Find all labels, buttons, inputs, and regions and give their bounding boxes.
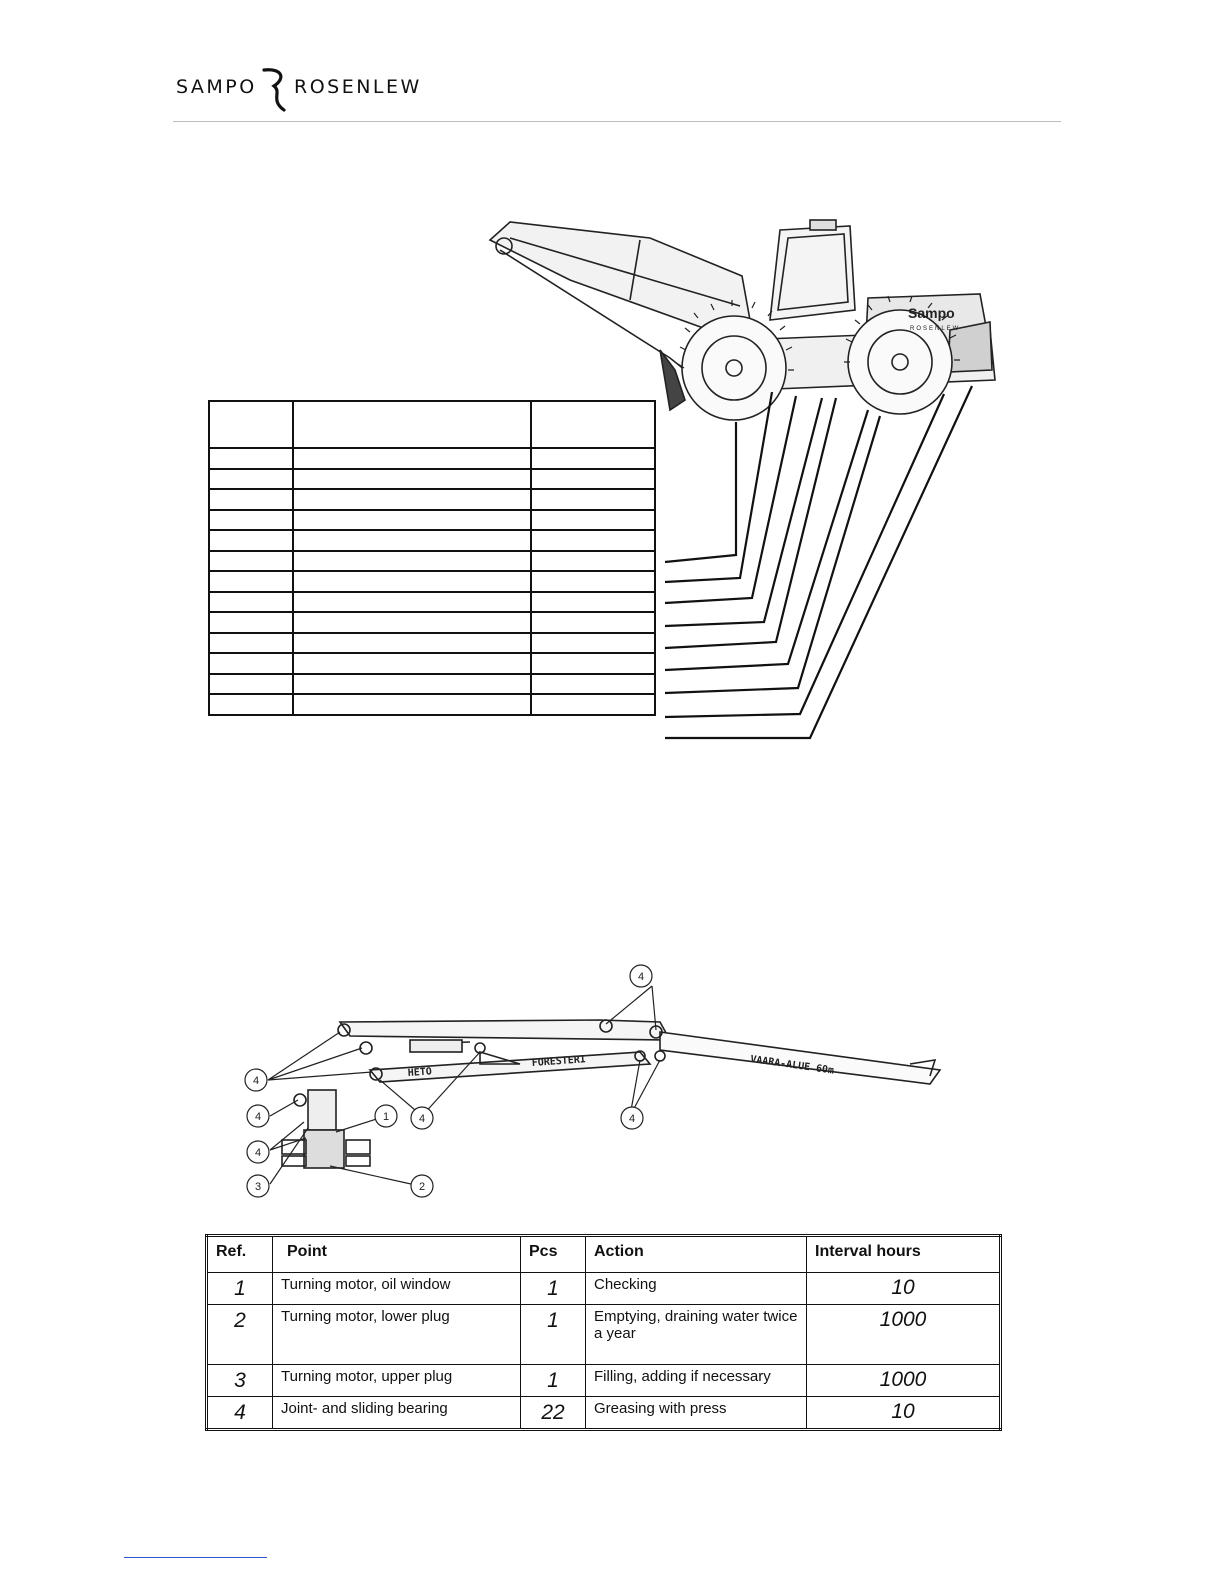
blank-cell bbox=[208, 400, 294, 449]
footer-link-underline[interactable] bbox=[124, 1557, 267, 1558]
boom-label-heto: HETO bbox=[407, 1066, 432, 1079]
hood-brand-text: Sampo bbox=[908, 305, 955, 321]
cell-interval: 10 bbox=[806, 1272, 1001, 1305]
blank-table-row bbox=[208, 611, 656, 634]
cell-pcs: 22 bbox=[520, 1396, 586, 1430]
header-action: Action bbox=[585, 1235, 807, 1273]
callout-4-right: 4 bbox=[629, 1113, 635, 1125]
cell-action: Checking bbox=[585, 1272, 807, 1305]
cell-action: Filling, adding if necessary bbox=[585, 1364, 807, 1397]
table-row: 2 Turning motor, lower plug 1 Emptying, … bbox=[206, 1304, 1001, 1365]
blank-table-row bbox=[208, 652, 656, 675]
callout-4-center: 4 bbox=[419, 1113, 425, 1125]
header-interval: Interval hours bbox=[806, 1235, 1001, 1273]
cell-action: Greasing with press bbox=[585, 1396, 807, 1430]
header-ref: Ref. bbox=[206, 1235, 273, 1273]
logo-r-mark bbox=[262, 68, 286, 112]
lubrication-schedule-table: Ref. Point Pcs Action Interval hours 1 T… bbox=[205, 1234, 1002, 1431]
table-row: 3 Turning motor, upper plug 1 Filling, a… bbox=[206, 1364, 1001, 1397]
callout-2: 2 bbox=[419, 1181, 425, 1193]
cell-interval: 1000 bbox=[806, 1304, 1001, 1365]
blank-table-row bbox=[208, 590, 656, 613]
blank-cell bbox=[292, 400, 532, 449]
cell-ref: 2 bbox=[206, 1304, 273, 1365]
blank-table-row bbox=[208, 672, 656, 695]
cell-point: Turning motor, oil window bbox=[272, 1272, 521, 1305]
blank-table-row bbox=[208, 631, 656, 654]
cell-point: Turning motor, lower plug bbox=[272, 1304, 521, 1365]
logo-left-text: SAMPO bbox=[176, 76, 257, 98]
callout-4-left-mid: 4 bbox=[255, 1111, 261, 1123]
cell-pcs: 1 bbox=[520, 1272, 586, 1305]
callout-4-top: 4 bbox=[638, 971, 644, 983]
table-row: 1 Turning motor, oil window 1 Checking 1… bbox=[206, 1272, 1001, 1305]
blank-table-row bbox=[208, 467, 656, 490]
table-header-row: Ref. Point Pcs Action Interval hours bbox=[206, 1235, 1001, 1273]
blank-table-row bbox=[208, 570, 656, 593]
blank-cell bbox=[530, 400, 656, 449]
blank-lubrication-table bbox=[208, 400, 656, 716]
forwarder-machine-illustration: Sampo ROSENLEW bbox=[488, 219, 996, 740]
blank-table-row bbox=[208, 508, 656, 531]
cell-ref: 3 bbox=[206, 1364, 273, 1397]
header-divider bbox=[173, 121, 1061, 122]
cell-pcs: 1 bbox=[520, 1304, 586, 1365]
cell-interval: 1000 bbox=[806, 1364, 1001, 1397]
boom-label-foresteri: FORESTERI bbox=[531, 1054, 586, 1069]
cell-ref: 1 bbox=[206, 1272, 273, 1305]
blank-table-header-row bbox=[208, 400, 656, 449]
hood-subbrand-text: ROSENLEW bbox=[910, 326, 960, 332]
callout-4-left-low: 4 bbox=[255, 1147, 261, 1159]
header-pcs: Pcs bbox=[520, 1235, 586, 1273]
blank-table-row bbox=[208, 488, 656, 511]
blank-table-row bbox=[208, 529, 656, 552]
cell-point: Joint- and sliding bearing bbox=[272, 1396, 521, 1430]
cell-point: Turning motor, upper plug bbox=[272, 1364, 521, 1397]
blank-table-row bbox=[208, 549, 656, 572]
leader-lines bbox=[664, 385, 973, 740]
callout-1: 1 bbox=[383, 1111, 389, 1123]
cell-action: Emptying, draining water twice a year bbox=[585, 1304, 807, 1365]
blank-table-row bbox=[208, 447, 656, 470]
callout-4-left-top: 4 bbox=[253, 1075, 259, 1087]
cell-ref: 4 bbox=[206, 1396, 273, 1430]
header-point: Point bbox=[272, 1235, 521, 1273]
table-row: 4 Joint- and sliding bearing 22 Greasing… bbox=[206, 1396, 1001, 1430]
blank-table-row bbox=[208, 693, 656, 716]
cell-interval: 10 bbox=[806, 1396, 1001, 1430]
crane-boom-illustration: HETO FORESTERI VAARA-ALUE 60m 4 4 4 4 4 … bbox=[244, 964, 942, 1198]
cell-pcs: 1 bbox=[520, 1364, 586, 1397]
callout-3: 3 bbox=[255, 1181, 261, 1193]
logo-right-text: ROSENLEW bbox=[294, 76, 422, 98]
